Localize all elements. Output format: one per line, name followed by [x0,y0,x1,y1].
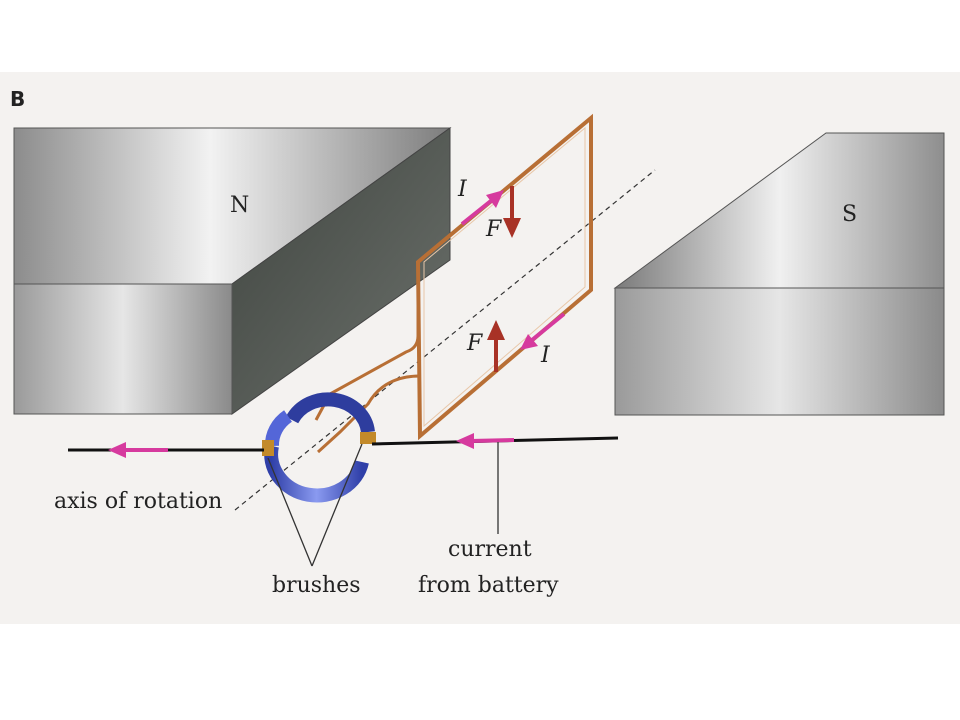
current-label-top: I [457,177,468,202]
force-arrow-down [503,186,521,238]
current-arrow-left-wire [108,442,168,458]
commutator-ring-back [285,392,375,434]
coil-rectangle-inner [423,126,586,428]
south-magnet-front-face [614,287,945,416]
force-label-top: F [485,217,502,242]
panel-label: B [10,87,25,111]
north-magnet-front-face [13,283,233,415]
brushes-label: brushes [272,573,361,598]
current-arrow-right-wire [456,433,515,449]
force-label-bottom: F [466,331,483,356]
coil-rectangle [415,113,593,441]
current-arrow-coil-top [460,190,504,226]
south-magnet: S [613,132,945,416]
north-magnet: N [13,127,452,415]
brush-right [360,432,376,444]
brushes-leader-right [311,443,363,567]
south-pole-label: S [842,202,857,227]
force-arrow-up [487,320,505,372]
axis-of-rotation-label: axis of rotation [54,489,222,514]
brushes-leader-left [267,457,313,567]
current-from-battery-label-line2: from battery [418,573,559,598]
commutator [262,392,376,503]
current-from-battery-label-line1: current [448,537,532,562]
force-arrows [487,186,521,372]
leader-lines [267,442,499,567]
current-arrow-coil-bottom [520,312,566,350]
coil-loop [415,113,593,441]
commutator-ring-front [264,444,369,503]
current-arrows [108,190,566,458]
brush-left [262,440,274,456]
current-label-bottom: I [540,343,551,368]
coil-lead-lower [316,374,421,454]
north-pole-label: N [230,193,249,218]
